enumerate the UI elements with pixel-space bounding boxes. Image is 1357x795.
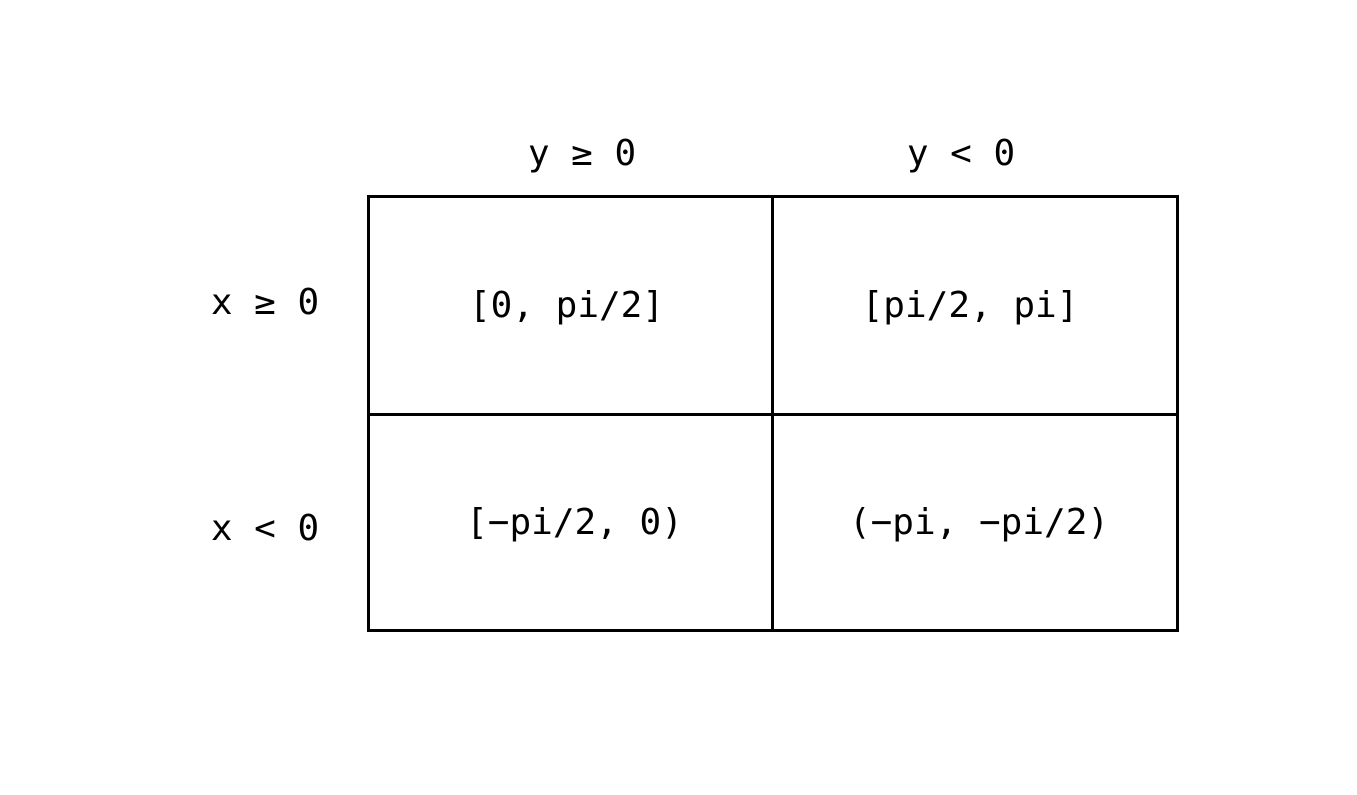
cell-x-neg-y-nonneg: [−pi/2, 0)	[370, 416, 774, 629]
cell-x-neg-y-neg: (−pi, −pi/2)	[848, 502, 1110, 543]
cell-x-nonneg-y-neg: [pi/2, pi]	[774, 198, 1176, 416]
range-table: [0, pi/2] [pi/2, pi] [−pi/2, 0) (−pi, −p…	[367, 195, 1179, 632]
column-header-y-nonnegative: y ≥ 0	[527, 133, 637, 174]
column-header-y-negative: y < 0	[906, 133, 1016, 174]
row-header-x-nonnegative: x ≥ 0	[210, 282, 320, 323]
row-header-x-negative: x < 0	[210, 508, 320, 549]
cell-x-nonneg-y-nonneg: [0, pi/2]	[370, 198, 774, 416]
